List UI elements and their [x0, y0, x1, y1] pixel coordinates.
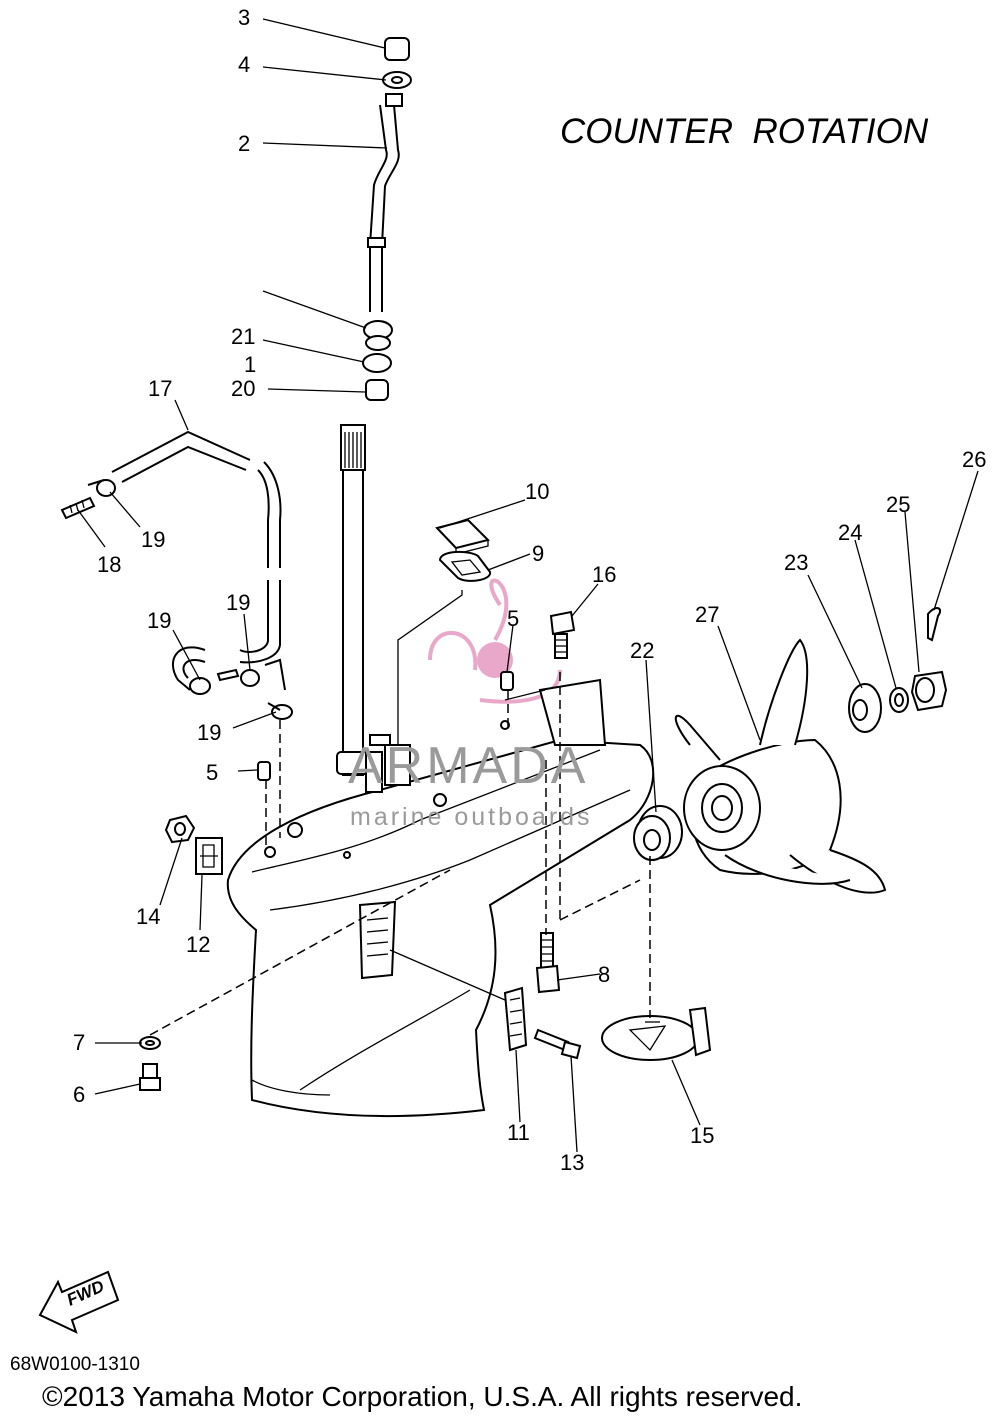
watermark-title: ARMADA — [348, 737, 588, 795]
seal-9 — [438, 550, 491, 582]
callout-20: 20 — [231, 376, 255, 401]
hose-joint-18 — [60, 496, 240, 682]
washer-24 — [889, 687, 909, 713]
watermark-logo — [428, 578, 562, 704]
water-tube — [365, 93, 411, 793]
watermark-subtitle: marine outboards — [350, 803, 593, 831]
fwd-direction-badge: FWD — [38, 1270, 120, 1334]
callout-12: 12 — [186, 932, 210, 957]
dowel-pin-5 — [257, 671, 514, 781]
bushing-22 — [633, 805, 683, 861]
bolt-6 — [139, 1063, 161, 1091]
drawing-code: 68W0100-1310 — [10, 1354, 140, 1375]
callout-19d: 19 — [197, 720, 221, 745]
callout-16: 16 — [592, 562, 616, 587]
callout-6: 6 — [73, 1082, 85, 1107]
callout-1: 1 — [244, 352, 256, 377]
clip-19 — [87, 479, 293, 720]
anode-15 — [601, 1006, 712, 1061]
callout-27: 27 — [695, 602, 719, 627]
hose-17 — [111, 430, 286, 691]
callout-22: 22 — [630, 638, 654, 663]
callout-3: 3 — [238, 5, 250, 30]
callout-5b: 5 — [206, 760, 218, 785]
callout-19a: 19 — [141, 527, 165, 552]
bolt-8 — [535, 932, 561, 994]
bolt-16 — [549, 610, 576, 659]
callout-labels: 1 2 3 4 5 5 6 7 8 9 10 11 12 13 14 15 16… — [73, 5, 986, 1175]
callout-18: 18 — [97, 552, 121, 577]
grommet-4 — [382, 71, 412, 89]
callout-24: 24 — [838, 520, 862, 545]
callout-4: 4 — [238, 52, 250, 77]
grommet-20 — [365, 379, 389, 401]
callout-19c: 19 — [147, 608, 171, 633]
drive-shaft — [336, 424, 370, 776]
washer-7 — [139, 1036, 161, 1050]
callout-8: 8 — [598, 962, 610, 987]
callout-25: 25 — [886, 492, 910, 517]
callout-15: 15 — [690, 1123, 714, 1148]
lower-unit-housing — [226, 678, 655, 1117]
leader-lines — [77, 18, 979, 1153]
callout-14: 14 — [136, 904, 160, 929]
callout-23: 23 — [784, 550, 808, 575]
grommet-1 — [363, 320, 393, 351]
cotter-pin-26 — [927, 607, 942, 642]
nut-14 — [164, 814, 196, 844]
spacer-23 — [848, 683, 882, 733]
grommet-21 — [362, 353, 392, 373]
anode-11 — [503, 986, 528, 1052]
callout-2: 2 — [238, 131, 250, 156]
anode-12 — [195, 837, 223, 875]
copyright-notice: ©2013 Yamaha Motor Corporation, U.S.A. A… — [42, 1381, 802, 1412]
callout-19b: 19 — [226, 590, 250, 615]
diagram-heading: COUNTER ROTATION — [560, 112, 929, 151]
callout-21: 21 — [231, 324, 255, 349]
callout-9: 9 — [532, 541, 544, 566]
callout-13: 13 — [560, 1150, 584, 1175]
callout-11: 11 — [507, 1120, 530, 1145]
propeller-27 — [674, 638, 887, 894]
bolt-13 — [533, 1028, 582, 1060]
callout-5a: 5 — [507, 606, 519, 631]
seal-10 — [435, 518, 490, 555]
callout-7: 7 — [73, 1030, 85, 1055]
callout-26: 26 — [962, 447, 986, 472]
alignment-lines — [149, 590, 651, 1036]
callout-17: 17 — [148, 376, 172, 401]
nut-25 — [910, 670, 948, 712]
callout-10: 10 — [525, 479, 549, 504]
grommet-3 — [384, 37, 410, 61]
